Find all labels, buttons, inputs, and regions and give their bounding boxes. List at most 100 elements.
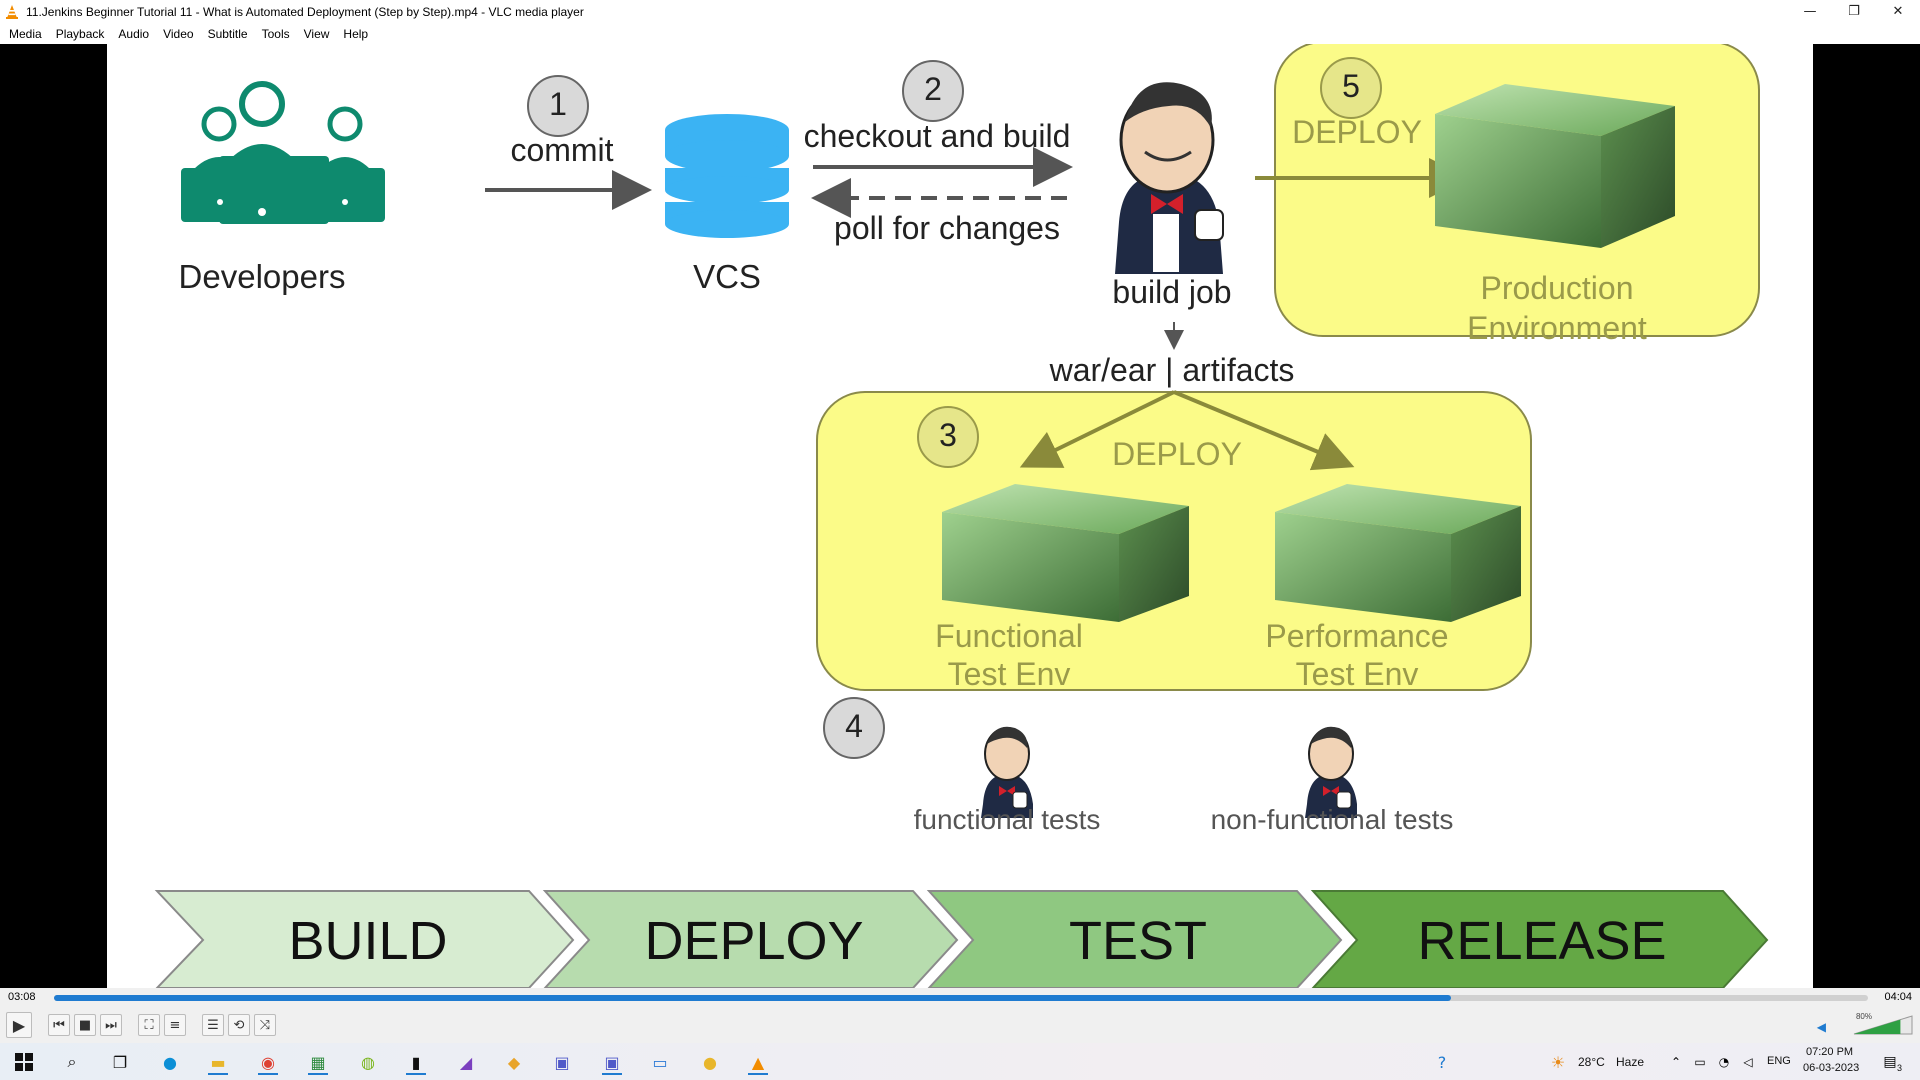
file-explorer-icon[interactable]: ▬ bbox=[204, 1048, 232, 1076]
search-icon[interactable]: ⌕ bbox=[67, 1052, 77, 1071]
production-env-label-line1: Production bbox=[1480, 270, 1634, 306]
deploy-performance-arrow bbox=[1173, 390, 1355, 471]
loop-button[interactable]: ⟲ bbox=[228, 1014, 250, 1036]
seek-bar[interactable] bbox=[54, 995, 1868, 1001]
weather-icon[interactable]: ☀ bbox=[1550, 1052, 1566, 1072]
production-env-label-line2: Environment bbox=[1467, 310, 1647, 346]
weather-description[interactable]: Haze bbox=[1616, 1055, 1645, 1069]
visual-studio-icon[interactable]: ◢ bbox=[459, 1052, 473, 1072]
step-circle-2 bbox=[902, 60, 964, 122]
step-circle-5 bbox=[1320, 57, 1382, 119]
menu-help[interactable]: Help bbox=[343, 26, 369, 41]
functional-env-label-line2: Test Env bbox=[947, 656, 1071, 692]
chevron-build bbox=[154, 890, 575, 988]
cat-app-icon[interactable]: ● bbox=[703, 1052, 717, 1072]
jenkins-nonfunctional-tests-icon bbox=[1305, 726, 1357, 818]
teams-icon[interactable]: ▣ bbox=[554, 1052, 570, 1072]
language-indicator[interactable]: ENG bbox=[1767, 1055, 1791, 1067]
vlc-cone-icon bbox=[6, 4, 18, 19]
step-number-1: 1 bbox=[549, 86, 567, 122]
player-controls: ▶ ⏮ ■ ⏭ ⛶ ≡ ☰ ⟲ ⤨ ◀ 80% bbox=[0, 1008, 1920, 1043]
green-app-icon[interactable]: ◍ bbox=[361, 1052, 375, 1072]
developers-label: Developers bbox=[178, 258, 346, 295]
next-button[interactable]: ⏭ bbox=[100, 1014, 122, 1036]
shuffle-button[interactable]: ⤨ bbox=[254, 1014, 276, 1036]
clock-time[interactable]: 07:20 PM bbox=[1806, 1046, 1854, 1058]
functional-env-label-line1: Functional bbox=[935, 618, 1083, 654]
task-view-icon[interactable]: ❐ bbox=[112, 1052, 128, 1072]
chart-app-icon[interactable]: ▦ bbox=[304, 1048, 332, 1076]
slide: 1 2 commit checkout and build poll for c… bbox=[107, 44, 1813, 988]
title-bar: 11.Jenkins Beginner Tutorial 11 - What i… bbox=[0, 0, 1920, 23]
clock-date[interactable]: 06-03-2023 bbox=[1803, 1062, 1860, 1074]
restore-button[interactable]: ❐ bbox=[1848, 4, 1860, 19]
menu-view[interactable]: View bbox=[303, 26, 330, 41]
step-number-3: 3 bbox=[939, 417, 957, 453]
jenkins-functional-tests-icon bbox=[981, 726, 1033, 818]
nonfunctional-tests-label: non-functional tests bbox=[1210, 804, 1454, 835]
volume-tray-icon[interactable]: ◁ bbox=[1743, 1055, 1753, 1069]
playlist-button[interactable]: ☰ bbox=[202, 1014, 224, 1036]
help-icon[interactable]: ? bbox=[1437, 1052, 1447, 1072]
pipeline-label-release: RELEASE bbox=[1417, 911, 1667, 971]
commit-label: commit bbox=[510, 132, 614, 168]
tray-chevron-icon[interactable]: ⌃ bbox=[1670, 1055, 1682, 1069]
developers-icon bbox=[181, 81, 385, 224]
weather-temperature[interactable]: 28°C bbox=[1578, 1055, 1605, 1069]
step-number-4: 4 bbox=[845, 708, 863, 744]
teams-work-icon[interactable]: ▣ bbox=[598, 1048, 626, 1076]
build-job-label: build job bbox=[1112, 274, 1232, 310]
minimize-button[interactable]: — bbox=[1803, 4, 1817, 19]
pipeline-label-test: TEST bbox=[1068, 911, 1207, 971]
menu-media[interactable]: Media bbox=[9, 26, 42, 41]
remote-desktop-icon[interactable]: ▭ bbox=[652, 1052, 668, 1072]
notification-count: 3 bbox=[1897, 1063, 1903, 1073]
terminal-icon[interactable]: ▮ bbox=[402, 1048, 430, 1076]
taskbar: ⌕ ❐ ● ▬ ◉ ▦ ◍ ▮ ◢ ◆ ▣ ▣ ▭ ● ▲ ? ☀ 28°C H… bbox=[0, 1043, 1920, 1080]
chevron-release bbox=[1310, 890, 1769, 988]
pipeline-chevrons bbox=[154, 890, 1769, 988]
checkout-label: checkout and build bbox=[803, 118, 1071, 154]
deploy-test-label: DEPLOY bbox=[1112, 436, 1242, 472]
extended-settings-button[interactable]: ≡ bbox=[164, 1014, 186, 1036]
step-circle-1 bbox=[527, 75, 589, 137]
menu-bar: Media Playback Audio Video Subtitle Tool… bbox=[0, 23, 1920, 44]
volume-percent: 80% bbox=[1855, 1012, 1872, 1021]
poll-label: poll for changes bbox=[834, 210, 1060, 246]
functional-server-cube bbox=[942, 484, 1189, 622]
deploy-production-label: DEPLOY bbox=[1292, 114, 1422, 150]
production-server-cube bbox=[1435, 84, 1675, 248]
previous-button[interactable]: ⏮ bbox=[48, 1014, 70, 1036]
window-title: 11.Jenkins Beginner Tutorial 11 - What i… bbox=[26, 4, 584, 19]
vlc-taskbar-icon[interactable]: ▲ bbox=[744, 1048, 772, 1076]
chrome-browser-icon[interactable]: ◉ bbox=[254, 1048, 282, 1076]
pipeline-label-deploy: DEPLOY bbox=[644, 911, 864, 971]
menu-subtitle[interactable]: Subtitle bbox=[207, 26, 248, 41]
edge-browser-icon[interactable]: ● bbox=[163, 1052, 177, 1072]
video-area[interactable]: 1 2 commit checkout and build poll for c… bbox=[0, 44, 1920, 988]
volume-slider[interactable] bbox=[1852, 1014, 1914, 1036]
vcs-label: VCS bbox=[693, 258, 761, 295]
chevron-deploy bbox=[542, 890, 959, 988]
wifi-icon[interactable]: ◔ bbox=[1718, 1055, 1730, 1069]
step-circle-4 bbox=[823, 697, 885, 759]
speaker-icon[interactable]: ◀ bbox=[1816, 1020, 1826, 1034]
performance-server-cube bbox=[1275, 484, 1521, 622]
play-button[interactable]: ▶ bbox=[6, 1012, 32, 1038]
step-circle-3 bbox=[917, 406, 979, 468]
menu-tools[interactable]: Tools bbox=[261, 26, 290, 41]
deploy-functional-arrow bbox=[1019, 390, 1175, 468]
battery-icon[interactable]: ▭ bbox=[1694, 1055, 1706, 1069]
git-icon[interactable]: ◆ bbox=[507, 1052, 521, 1072]
menu-video[interactable]: Video bbox=[163, 26, 194, 41]
close-button[interactable]: ✕ bbox=[1892, 4, 1904, 19]
performance-env-label-line2: Test Env bbox=[1295, 656, 1419, 692]
notifications-icon[interactable]: ▤ bbox=[1883, 1054, 1897, 1070]
functional-tests-label: functional tests bbox=[913, 804, 1101, 835]
windows-start-icon[interactable] bbox=[10, 1048, 38, 1076]
fullscreen-button[interactable]: ⛶ bbox=[138, 1014, 160, 1036]
menu-audio[interactable]: Audio bbox=[118, 26, 150, 41]
menu-playback[interactable]: Playback bbox=[55, 26, 105, 41]
stop-button[interactable]: ■ bbox=[74, 1014, 96, 1036]
artifacts-label: war/ear | artifacts bbox=[1049, 352, 1295, 388]
